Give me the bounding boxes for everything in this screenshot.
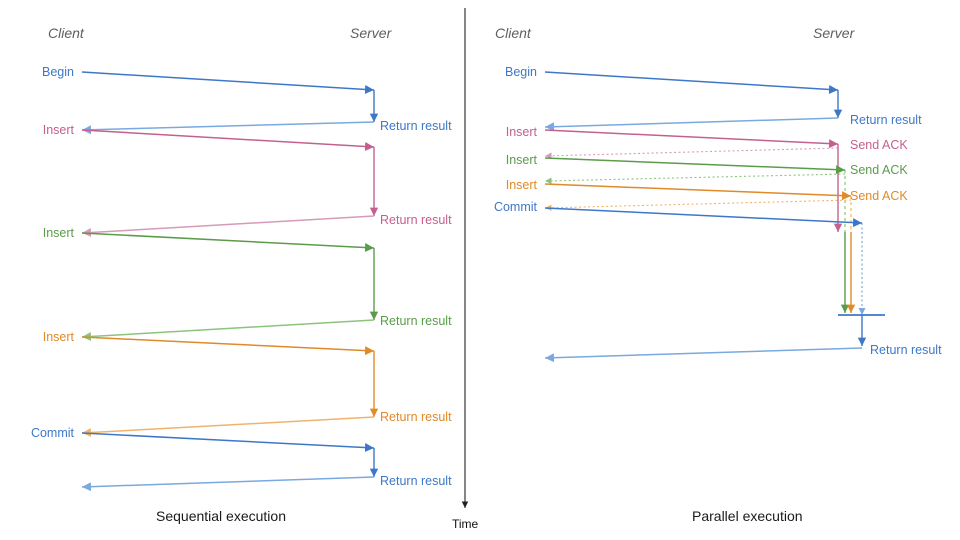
message-arrow-insert-2[interactable]	[81, 232, 375, 253]
message-arrow-begin-return[interactable]	[81, 121, 375, 135]
message-arrow-ack-2[interactable]	[544, 173, 846, 185]
right-panel-group	[544, 71, 885, 363]
message-arrow-begin-ret[interactable]	[544, 117, 839, 132]
message-arrow-insert-3-ret[interactable]	[81, 416, 375, 438]
message-arrow-insert-1-ret[interactable]	[81, 215, 375, 237]
message-arrow-insert-3[interactable]	[544, 183, 852, 201]
message-arrow-insert-3[interactable]	[81, 336, 375, 356]
message-arrow-ack-3[interactable]	[544, 199, 852, 212]
message-arrow-commit[interactable]	[81, 432, 375, 453]
message-arrow-insert-2[interactable]	[544, 157, 846, 175]
message-arrow-insert-1[interactable]	[81, 129, 375, 151]
message-arrow-begin[interactable]	[544, 71, 839, 94]
message-arrow-begin[interactable]	[81, 71, 375, 94]
message-arrow-ack-1[interactable]	[544, 147, 839, 160]
message-arrow-insert-2-ret[interactable]	[81, 319, 375, 341]
message-arrow-commit-ret[interactable]	[81, 476, 375, 492]
message-arrow-insert-1[interactable]	[544, 129, 839, 149]
left-panel-group	[81, 71, 379, 492]
message-arrow-commit[interactable]	[544, 207, 863, 228]
message-arrow-commit-ret[interactable]	[544, 347, 863, 363]
